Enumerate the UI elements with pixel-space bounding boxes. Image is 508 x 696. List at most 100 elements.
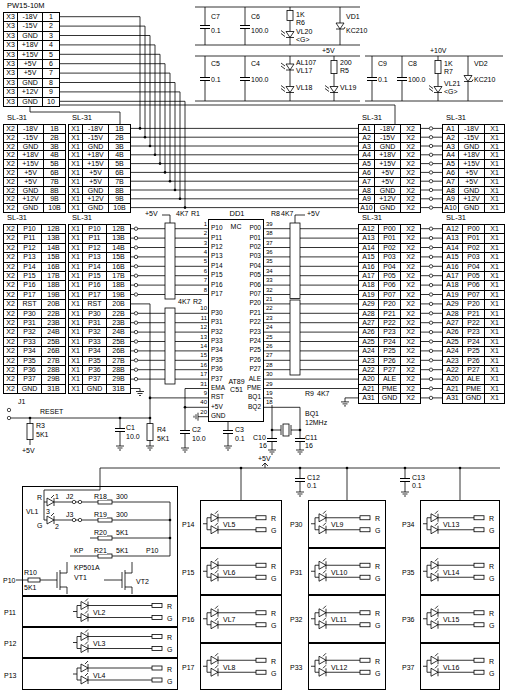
led-symbol (211, 526, 218, 534)
part-label: <G> (444, 88, 458, 95)
led-module: P10 (22, 486, 178, 596)
pin-name: P35 (211, 357, 223, 364)
contact-symbol (429, 396, 432, 399)
pin-number: 4 (204, 249, 207, 255)
part-label: 16 (305, 442, 313, 449)
wire (116, 446, 124, 447)
table-cell: A31 (358, 393, 379, 403)
wire (340, 7, 341, 23)
capacitor-symbol (295, 439, 305, 442)
contact-symbol (429, 377, 432, 380)
led-symbol (319, 573, 326, 581)
part-label: VL18 (296, 84, 312, 91)
part-label: 200 (340, 59, 352, 66)
led-symbol (47, 516, 54, 524)
wire (88, 680, 152, 681)
resistor-symbol (360, 611, 370, 615)
led-color: R (167, 634, 172, 641)
resistor-symbol (27, 423, 33, 439)
wire (218, 624, 256, 625)
junction-dot (159, 162, 162, 165)
contact-symbol (429, 359, 432, 362)
wire-connector (30, 107, 120, 124)
part-label: R2 (193, 298, 202, 305)
wire (326, 672, 360, 673)
led-color: R (375, 658, 380, 665)
wire (427, 624, 431, 625)
led-designator: VL5 (223, 521, 235, 528)
part-label: 100.0 (251, 27, 269, 34)
led-color: G (489, 527, 494, 534)
contact-symbol (429, 265, 432, 268)
wire (207, 612, 211, 613)
wire (264, 350, 358, 351)
pin-number: 17 (200, 371, 207, 377)
pin-name: BQ2 (248, 404, 261, 411)
contact-symbol (7, 408, 10, 411)
pin-name: P03 (249, 253, 261, 260)
pin-name: P11 (211, 235, 222, 242)
led-color: G (489, 622, 494, 629)
wire (281, 86, 285, 89)
wire (119, 450, 121, 451)
wire (85, 673, 88, 676)
pin-name: P24 (249, 338, 261, 345)
wire (44, 490, 45, 502)
led-symbol (319, 514, 326, 522)
part-label: BQ1 (305, 410, 319, 417)
wire (427, 529, 431, 530)
wire (326, 660, 360, 661)
wire (365, 56, 503, 57)
contact-symbol (429, 349, 432, 352)
part-label: VL20 (296, 28, 312, 35)
connector-name: SL-31 (446, 114, 466, 122)
pin-name: P25 (249, 347, 261, 354)
wire (195, 101, 360, 102)
part-label: VT1 (74, 574, 87, 581)
table-cell: GND (17, 384, 42, 394)
part-label: 10.0 (192, 435, 206, 442)
wire (88, 617, 152, 618)
contact-symbol (72, 518, 75, 521)
junction-dot (299, 467, 302, 470)
led-designator: VL3 (93, 640, 105, 647)
led-module: P31VL10RG (308, 548, 386, 596)
part-label: 10.0 (126, 433, 140, 440)
wire (423, 571, 427, 572)
chip-type: AT89 C51 (226, 378, 247, 394)
pin-number: 31 (200, 381, 207, 387)
led-symbol (319, 668, 326, 676)
resistor-symbol (360, 575, 370, 579)
resistor-symbol (360, 528, 370, 532)
contact-symbol (429, 136, 432, 139)
pin-number: 30 (266, 371, 273, 377)
led-designator: VL7 (223, 616, 235, 623)
wire (264, 266, 358, 267)
contact-symbol (429, 246, 432, 249)
wire (435, 606, 438, 609)
contact-symbol (429, 302, 432, 305)
wire (146, 446, 154, 447)
wire (73, 611, 77, 612)
table-cell: X3 (3, 97, 18, 107)
led-symbol (319, 561, 326, 569)
pin-number: 33 (266, 277, 273, 283)
wire (296, 450, 304, 451)
contact-symbol (429, 387, 432, 390)
pin-number: 7 (204, 277, 207, 283)
table-cell: 31B (106, 384, 131, 394)
wire (215, 653, 218, 656)
pin-number: 24 (266, 324, 273, 330)
connector-name: SL-31 (362, 214, 382, 222)
wire (85, 599, 88, 602)
wire (60, 92, 180, 199)
contact-symbol (134, 312, 137, 315)
wire (203, 666, 207, 667)
table-cell: 10 (42, 97, 60, 107)
junction-dot (164, 171, 167, 174)
led-color: R (271, 658, 276, 665)
wire (203, 523, 207, 524)
part-label: C13 (412, 474, 425, 481)
wire (77, 680, 81, 681)
pin-name: P37 (211, 376, 223, 383)
